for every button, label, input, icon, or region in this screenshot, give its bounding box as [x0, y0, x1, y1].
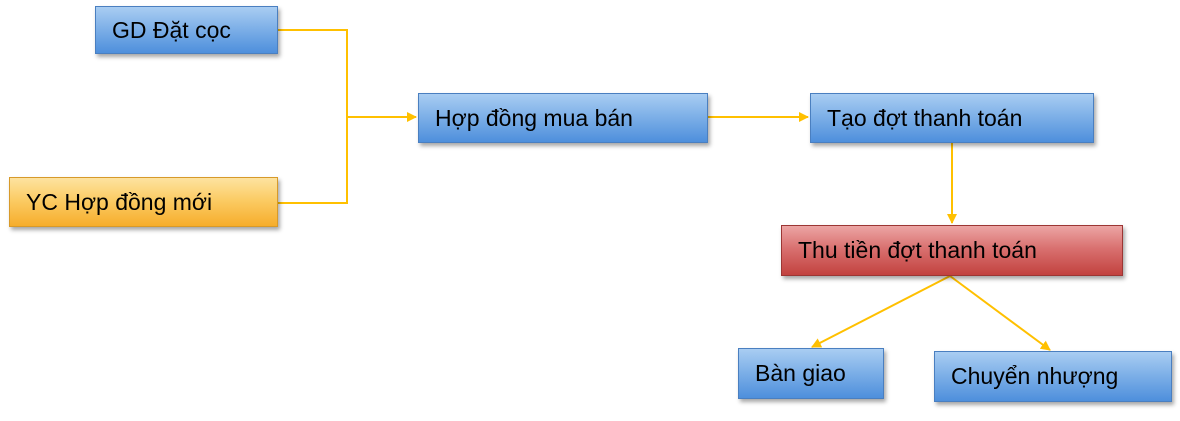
node-chuyen-nhuong: Chuyển nhượng [934, 351, 1172, 402]
node-yc-hop-dong-moi: YC Hợp đồng mới [9, 177, 278, 227]
connector-yc-to-junction [278, 117, 348, 204]
node-label: YC Hợp đồng mới [26, 188, 213, 215]
node-gd-dat-coc: GD Đặt cọc [95, 6, 278, 54]
node-label: Thu tiền đợt thanh toán [798, 237, 1037, 263]
node-label: Hợp đồng mua bán [435, 104, 633, 131]
node-label: Tạo đợt thanh toán [827, 104, 1023, 131]
node-hop-dong-mua-ban: Hợp đồng mua bán [418, 93, 708, 143]
node-ban-giao: Bàn giao [738, 348, 884, 399]
node-thu-tien-dot-thanh-toan: Thu tiền đợt thanh toán [781, 225, 1123, 276]
connector-gd-to-junction [278, 29, 348, 117]
node-label: GD Đặt cọc [112, 16, 231, 43]
arrow-thu-tien-to-chuyen-nhuong [949, 275, 1051, 351]
arrow-thu-tien-to-ban-giao [811, 275, 951, 348]
node-tao-dot-thanh-toan: Tạo đợt thanh toán [810, 93, 1094, 143]
node-label: Chuyển nhượng [951, 363, 1119, 389]
node-label: Bàn giao [755, 360, 846, 386]
